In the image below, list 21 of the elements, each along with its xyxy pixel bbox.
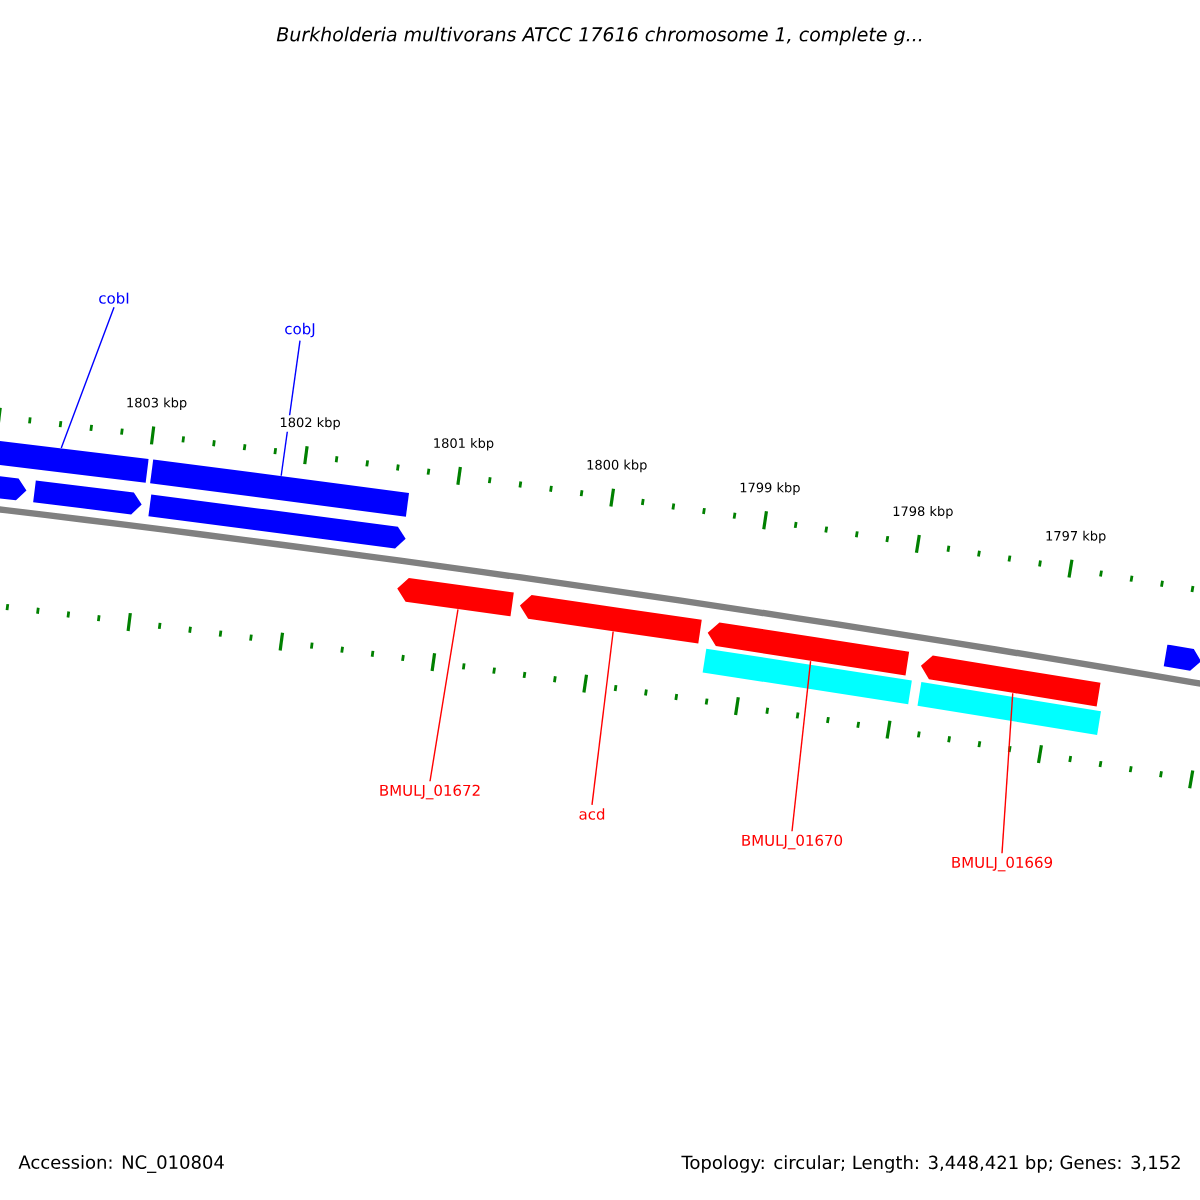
leader-line <box>791 660 812 832</box>
gene-bar <box>917 682 1101 735</box>
gene-block <box>148 494 406 549</box>
leader-line <box>280 339 301 477</box>
gene-block <box>920 655 1101 707</box>
gene-block <box>0 473 27 501</box>
gene-block <box>397 577 514 617</box>
gene-block <box>519 595 702 644</box>
gene-block <box>1163 644 1200 671</box>
gene-block <box>707 622 910 676</box>
gene-bar <box>0 437 149 483</box>
gene-block <box>33 480 142 515</box>
leader-line <box>591 630 614 806</box>
leader-line <box>1001 692 1014 854</box>
leader-line <box>429 608 459 782</box>
leader-line <box>60 306 115 449</box>
gene-bar <box>150 459 409 517</box>
summary-text: Topology: circular; Length: 3,448,421 bp; Genes: 3,152 <box>681 1155 1180 1173</box>
accession-text: Accession: NC_010804 <box>18 1155 224 1173</box>
gene-bar <box>702 648 912 705</box>
title: Burkholderia multivorans ATCC 17616 chromosome 1, complete g... <box>276 26 922 46</box>
